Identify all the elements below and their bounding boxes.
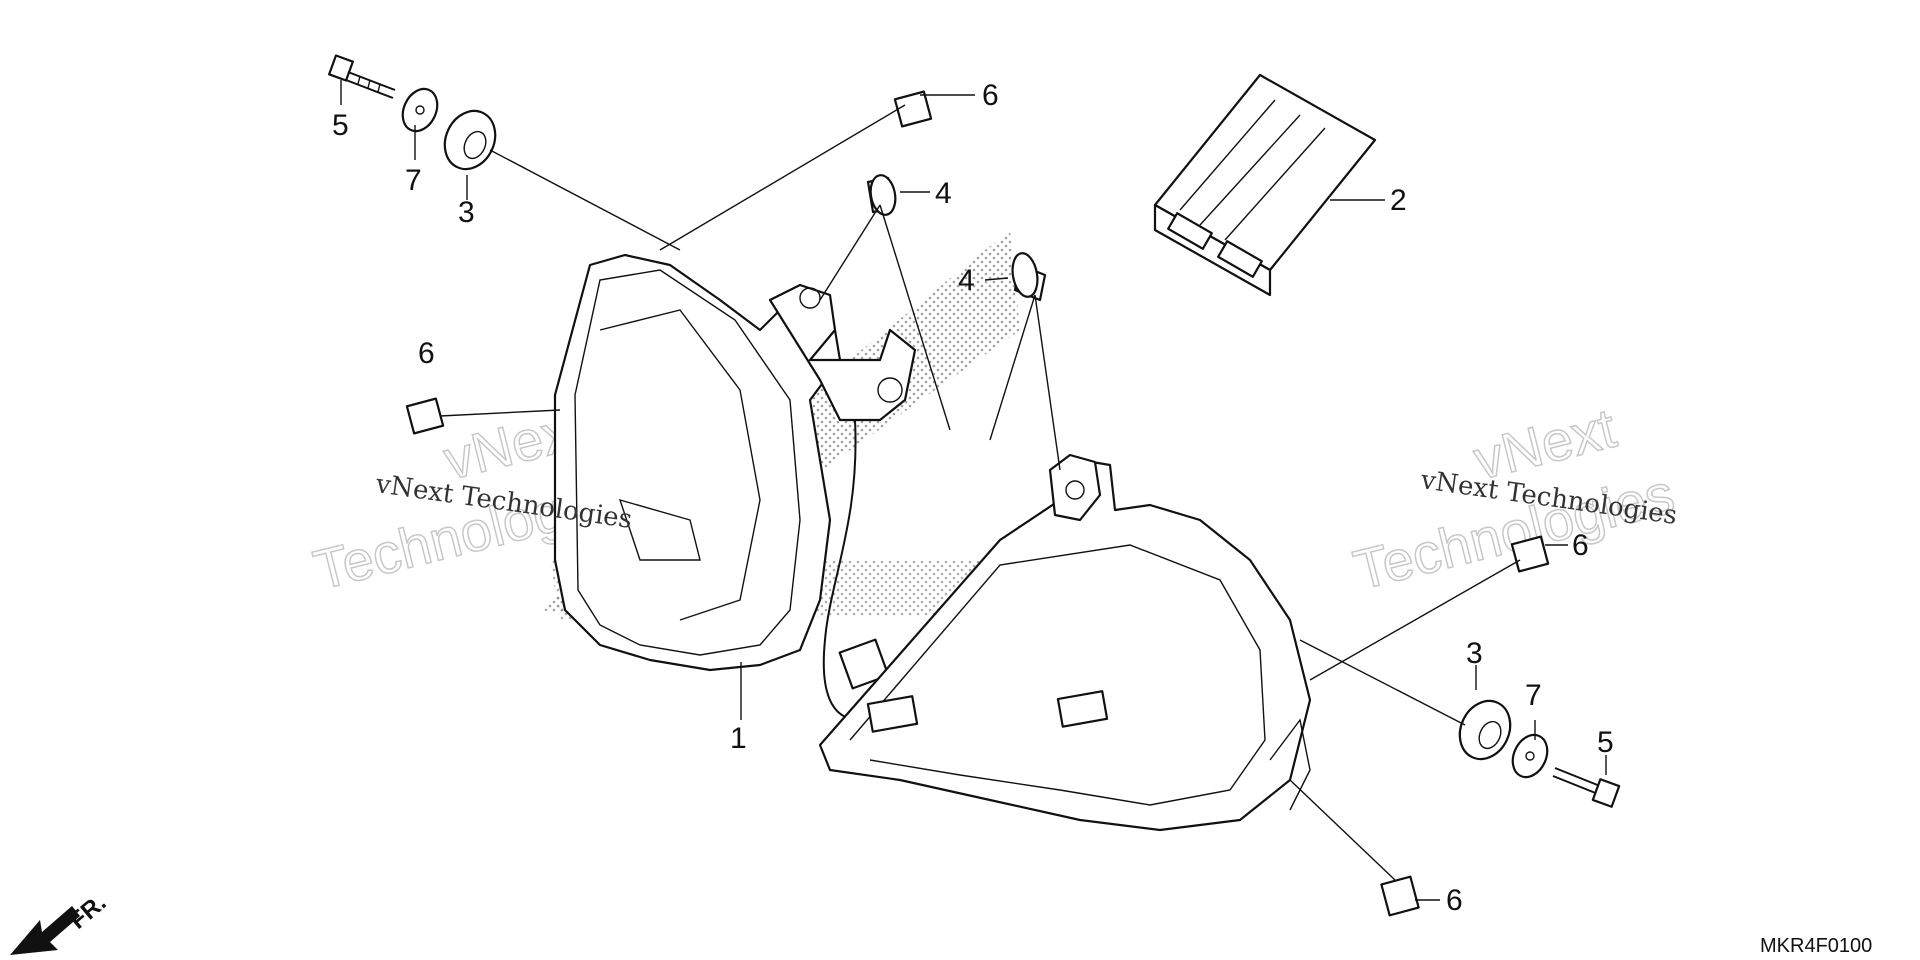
clip-bottom-part-6 — [1380, 875, 1420, 917]
pin-mid-part-4 — [1011, 252, 1047, 302]
clip-left-part-6 — [405, 397, 445, 435]
callout-2: 2 — [1390, 184, 1407, 217]
callout-3-right: 3 — [1466, 637, 1483, 670]
callout-4-top: 4 — [935, 177, 952, 210]
clip-right-part-6 — [1510, 535, 1550, 573]
callout-5-right: 5 — [1597, 726, 1614, 759]
control-unit-part-2 — [1153, 73, 1377, 297]
leader-lines — [340, 80, 1607, 901]
headlight-left-part — [553, 253, 917, 721]
front-direction-arrow: FR. — [10, 889, 111, 955]
callout-6-left: 6 — [418, 337, 435, 370]
clip-top-part-6 — [893, 90, 933, 128]
callout-4-mid: 4 — [958, 264, 975, 297]
callout-1: 1 — [730, 722, 747, 755]
diagram-code: MKR4F0100 — [1760, 935, 1872, 957]
grommet-right-part-3 — [1458, 699, 1512, 761]
grommet-left-part-3 — [443, 109, 497, 171]
headlight-right-part — [818, 453, 1312, 832]
callout-labels: 1 2 3 3 4 4 5 5 6 6 6 6 7 7 — [332, 79, 1614, 917]
callout-6-bottom: 6 — [1446, 884, 1463, 917]
callout-6-top: 6 — [982, 79, 999, 112]
callout-3-left: 3 — [458, 196, 475, 229]
washer-right-part-7 — [1511, 733, 1549, 779]
front-label: FR. — [65, 889, 112, 935]
bolt-left-part-5 — [328, 54, 396, 99]
washer-left-part-7 — [401, 87, 439, 133]
callout-7-right: 7 — [1525, 679, 1542, 712]
callout-7-left: 7 — [405, 164, 422, 197]
bolt-right-part-5 — [1552, 767, 1621, 808]
callout-6-right: 6 — [1572, 529, 1589, 562]
callout-5-left: 5 — [332, 109, 349, 142]
pin-top-part-4 — [866, 174, 897, 216]
